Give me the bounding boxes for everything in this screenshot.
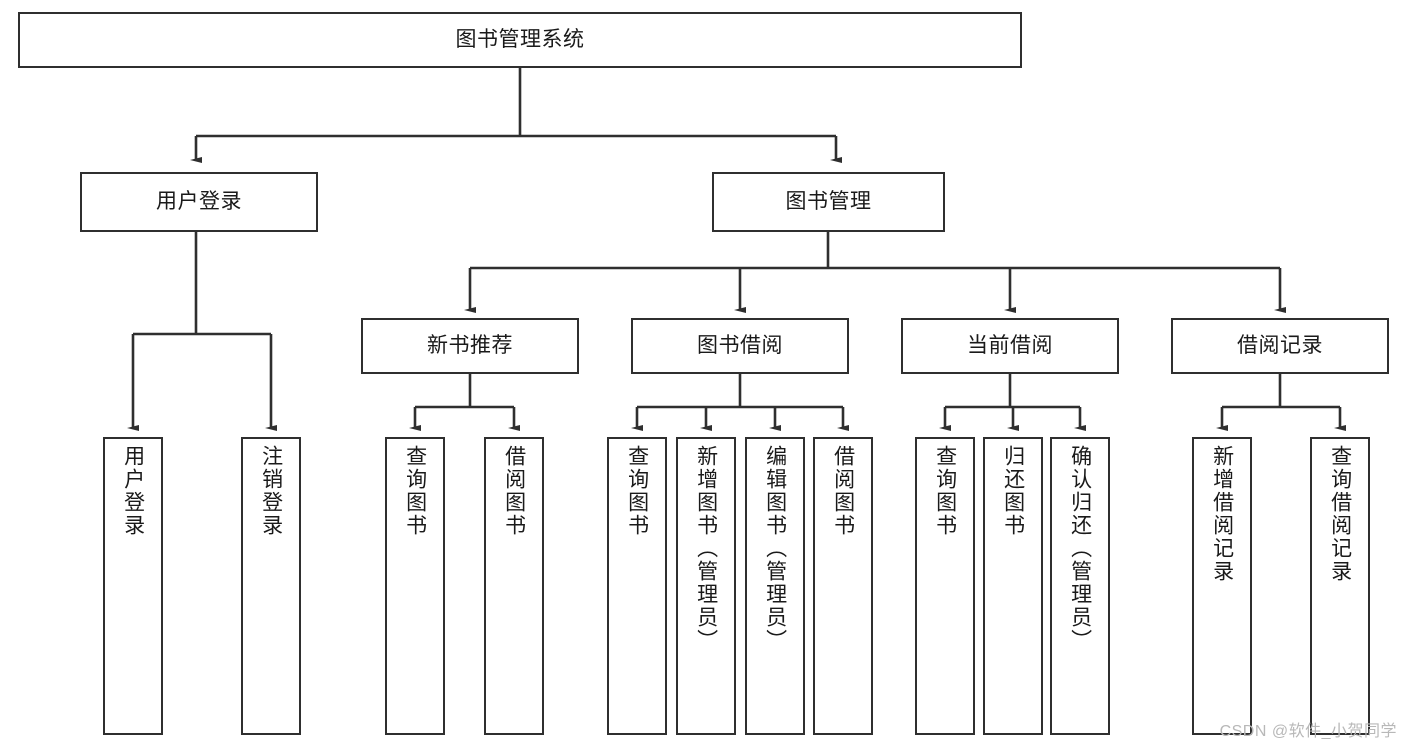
- leaf-borrow-book-recommend[interactable]: 借阅图书: [484, 437, 544, 735]
- node-label: 新书推荐: [427, 333, 513, 357]
- node-label: 查询图书: [403, 445, 427, 537]
- node-label: 查询图书: [625, 445, 649, 537]
- leaf-confirm-return-admin[interactable]: 确认归还（管理员）: [1050, 437, 1110, 735]
- leaf-query-book-current[interactable]: 查询图书: [915, 437, 975, 735]
- node-label: 用户登录: [156, 189, 242, 213]
- node-label: 查询图书: [933, 445, 957, 537]
- node-label: 当前借阅: [967, 333, 1053, 357]
- leaf-edit-book-admin[interactable]: 编辑图书（管理员）: [745, 437, 805, 735]
- node-label: 图书管理系统: [455, 27, 585, 51]
- node-label: 图书借阅: [697, 333, 783, 357]
- leaf-user-login[interactable]: 用户登录: [103, 437, 163, 735]
- leaf-query-book-recommend[interactable]: 查询图书: [385, 437, 445, 735]
- node-new-book-recommend[interactable]: 新书推荐: [361, 318, 579, 374]
- node-root-book-management-system[interactable]: 图书管理系统: [18, 12, 1022, 68]
- node-label: 借阅记录: [1237, 333, 1323, 357]
- node-book-borrow[interactable]: 图书借阅: [631, 318, 849, 374]
- node-label: 新增借阅记录: [1210, 445, 1234, 583]
- leaf-return-book[interactable]: 归还图书: [983, 437, 1043, 735]
- leaf-borrow-book[interactable]: 借阅图书: [813, 437, 873, 735]
- node-label: 图书管理: [785, 189, 872, 213]
- node-user-login[interactable]: 用户登录: [80, 172, 318, 232]
- node-label: 新增图书（管理员）: [694, 445, 718, 652]
- node-label: 借阅图书: [831, 445, 855, 537]
- leaf-add-borrow-record[interactable]: 新增借阅记录: [1192, 437, 1252, 735]
- leaf-query-book-borrow[interactable]: 查询图书: [607, 437, 667, 735]
- node-label: 归还图书: [1001, 445, 1025, 537]
- node-label: 查询借阅记录: [1328, 445, 1352, 583]
- node-book-management[interactable]: 图书管理: [712, 172, 945, 232]
- node-label: 用户登录: [121, 445, 145, 537]
- node-label: 注销登录: [259, 445, 283, 537]
- leaf-add-book-admin[interactable]: 新增图书（管理员）: [676, 437, 736, 735]
- node-borrow-record[interactable]: 借阅记录: [1171, 318, 1389, 374]
- node-label: 确认归还（管理员）: [1068, 445, 1092, 652]
- leaf-query-borrow-record[interactable]: 查询借阅记录: [1310, 437, 1370, 735]
- node-label: 编辑图书（管理员）: [763, 445, 787, 652]
- leaf-logout[interactable]: 注销登录: [241, 437, 301, 735]
- node-current-borrow[interactable]: 当前借阅: [901, 318, 1119, 374]
- csdn-watermark: CSDN @软件_小贺同学: [1219, 723, 1397, 740]
- node-label: 借阅图书: [502, 445, 526, 537]
